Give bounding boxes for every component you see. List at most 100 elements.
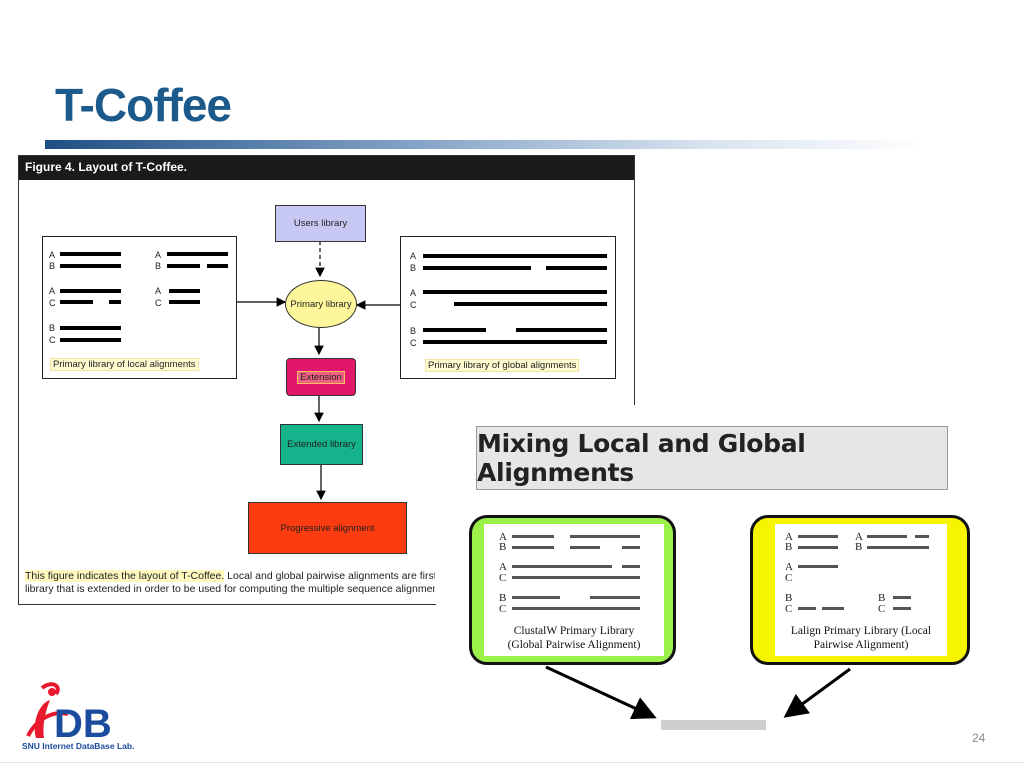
seq-bar: [512, 546, 554, 549]
seq-letter: B: [878, 592, 886, 604]
lalign-caption: Lalign Primary Library (Local Pairwise A…: [775, 624, 947, 652]
seq-letter: A: [49, 286, 56, 296]
seq-bar: [590, 596, 640, 599]
seq-bar: [798, 535, 838, 538]
caption-line: Pairwise Alignment): [813, 639, 909, 651]
seq-bar: [512, 596, 560, 599]
seq-letter: B: [155, 261, 162, 271]
seq-bar: [454, 302, 607, 306]
figure-mixing-alignments: Mixing Local and Global Alignments A B A…: [436, 405, 974, 730]
seq-letter: A: [155, 286, 162, 296]
seq-bar: [60, 264, 121, 268]
seq-letter: C: [785, 603, 793, 615]
seq-bar: [423, 266, 531, 270]
extension-node: Extension: [286, 358, 356, 396]
primary-library-node: Primary library: [285, 280, 357, 328]
caption-text: Local and global pairwise alignments are…: [224, 570, 435, 582]
slide-title: T-Coffee: [55, 79, 232, 131]
seq-letter: B: [785, 592, 793, 604]
caption-text: library that is extended in order to be …: [25, 583, 435, 595]
seq-letter: B: [410, 263, 417, 273]
seq-bar: [915, 535, 929, 538]
seq-bar: [60, 289, 121, 293]
seq-bar: [423, 340, 607, 344]
lalign-inner: A B A B A C B C B C Lalign Primary Libra…: [775, 524, 947, 656]
seq-letter: B: [49, 323, 56, 333]
seq-bar: [798, 607, 816, 610]
seq-bar: [546, 266, 607, 270]
seq-letter: B: [785, 541, 793, 553]
footer-rule: [0, 762, 1024, 763]
seq-letter: C: [155, 298, 162, 308]
seq-bar: [167, 252, 228, 256]
seq-bar: [60, 338, 121, 342]
seq-bar: [60, 300, 93, 304]
flow-arrows: [237, 241, 400, 501]
progressive-alignment-node: Progressive alignment: [248, 502, 407, 554]
merged-library-stub: [661, 720, 766, 730]
seq-letter: B: [499, 592, 507, 604]
users-library-node: Users library: [275, 205, 366, 242]
seq-letter: A: [410, 251, 417, 261]
seq-bar: [622, 546, 640, 549]
seq-bar: [512, 565, 612, 568]
clustalw-library-box: A B A C B C ClustalW Primary Library (Gl…: [469, 515, 676, 665]
seq-bar: [622, 565, 640, 568]
seq-letter: C: [49, 335, 56, 345]
seq-bar: [516, 328, 607, 332]
seq-letter: C: [49, 298, 56, 308]
seq-letter: C: [878, 603, 886, 615]
seq-bar: [798, 546, 838, 549]
left-to-center-arrow: [545, 665, 657, 720]
seq-bar: [423, 328, 486, 332]
extension-label: Extension: [297, 370, 345, 384]
seq-bar: [512, 535, 554, 538]
figure-4-caption: This figure indicates the layout of T-Co…: [25, 570, 435, 596]
caption-highlight: This figure indicates the layout of T-Co…: [25, 570, 225, 582]
seq-bar: [167, 264, 200, 268]
figure-4-layout: Figure 4. Layout of T-Coffee. Users libr…: [18, 155, 635, 605]
seq-bar: [512, 576, 640, 579]
seq-bar: [109, 300, 121, 304]
seq-letter: B: [499, 541, 507, 553]
seq-bar: [423, 290, 607, 294]
seq-letter: B: [855, 541, 863, 553]
title-underline: [45, 140, 925, 149]
seq-letter: A: [855, 531, 863, 543]
seq-letter: A: [410, 288, 417, 298]
seq-letter: A: [499, 531, 507, 543]
extended-library-node: Extended library: [280, 424, 363, 465]
mixing-arrows: [545, 665, 851, 730]
seq-bar: [60, 252, 121, 256]
local-alignments-label: Primary library of local alignments: [50, 358, 199, 371]
seq-letter: A: [785, 561, 793, 573]
idb-logo-mark: DB: [26, 682, 112, 746]
seq-letter: A: [785, 531, 793, 543]
idb-logo: DB SNU Internet DataBase Lab.: [22, 680, 147, 755]
seq-letter: C: [410, 338, 417, 348]
seq-bar: [423, 254, 607, 258]
seq-letter: A: [49, 250, 56, 260]
mixing-title: Mixing Local and Global Alignments: [476, 426, 948, 490]
seq-letter: A: [155, 250, 162, 260]
seq-bar: [169, 300, 200, 304]
seq-bar: [893, 607, 911, 610]
local-alignments-box: A B A B A C A C B C Primary library of l…: [42, 236, 237, 379]
seq-bar: [169, 289, 200, 293]
lalign-library-box: A B A B A C B C B C Lalign Primary Libra…: [750, 515, 970, 665]
seq-letter: C: [499, 603, 507, 615]
seq-bar: [570, 535, 640, 538]
logo-caption: SNU Internet DataBase Lab.: [22, 741, 135, 751]
global-alignments-label: Primary library of global alignments: [425, 359, 580, 372]
caption-line: (Global Pairwise Alignment): [507, 639, 641, 651]
clustalw-caption: ClustalW Primary Library (Global Pairwis…: [484, 624, 664, 652]
svg-text:DB: DB: [54, 702, 112, 746]
global-alignments-box: A B A C B C Primary library of global al…: [400, 236, 616, 379]
caption-line: Lalign Primary Library (Local: [790, 625, 932, 637]
seq-bar: [798, 565, 838, 568]
seq-bar: [60, 326, 121, 330]
seq-bar: [893, 596, 911, 599]
figure-4-header: Figure 4. Layout of T-Coffee.: [19, 156, 634, 180]
seq-letter: C: [499, 572, 507, 584]
seq-letter: C: [410, 300, 417, 310]
